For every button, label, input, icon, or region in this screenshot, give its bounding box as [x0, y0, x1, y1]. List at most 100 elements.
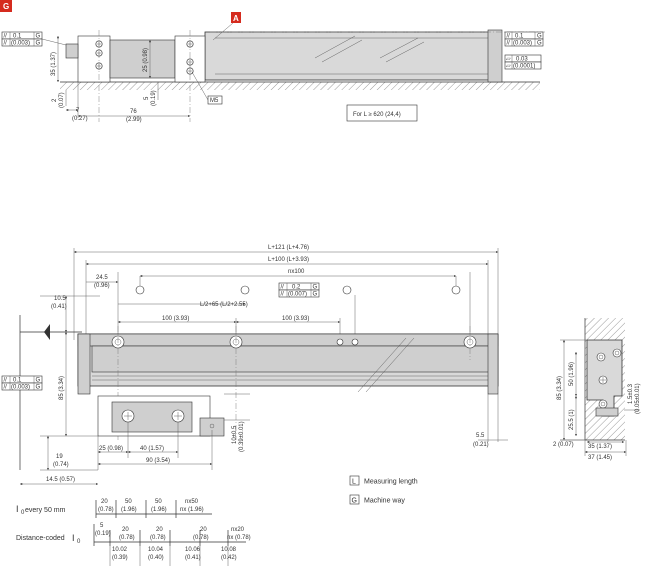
dimension-label: (2.99) [126, 117, 142, 123]
dimension-label: 100 (3.93) [162, 316, 189, 322]
dimension-label: (0.40) [148, 555, 164, 561]
dimension-label: nx20 [231, 527, 245, 533]
dimension-label: G [313, 285, 318, 291]
dimension-label: 25 (0.98) [99, 446, 123, 452]
dimension-label: // [4, 34, 8, 40]
dimension-label: (0.007) [288, 292, 307, 298]
dimension-label: (0.003) [513, 41, 532, 47]
dimension-label: 0.1 [13, 34, 22, 40]
dimension-label: (0.39) [112, 555, 128, 561]
view-g-badge: G [0, 0, 12, 12]
dimension-label: (0.21) [473, 442, 489, 448]
dimension-label: G [352, 498, 357, 505]
dimension-label: // [4, 378, 8, 384]
dimension-label: G [36, 41, 41, 47]
machine-base-hatch [60, 82, 540, 90]
dimension-label: nx (1.96) [180, 507, 204, 513]
dimension-label: 10±0.5 [232, 425, 238, 444]
dimension-label: (0.19) [95, 531, 111, 537]
dimension-label: ▱ [506, 57, 511, 63]
reference-mark-table: I 0 every 50 mm 20 (0.78) 50 (1.96) 50 (… [16, 499, 251, 566]
scale-body-top [204, 31, 501, 81]
legend: L Measuring length G Machine way [349, 475, 418, 505]
dimension-label: L/2+65 (L/2+2.55) [200, 302, 248, 308]
view-a-badge [231, 12, 241, 23]
dimension-label: (0.19) [151, 90, 157, 106]
dimension-label: G [36, 378, 41, 384]
dimension-label: 14.5 (0.57) [46, 477, 75, 483]
dimension-label: (0.39±0.01) [239, 421, 245, 452]
dimension-label: I [72, 533, 75, 543]
dimension-label: // [281, 292, 285, 298]
dimension-label: I [16, 504, 19, 514]
dimension-label: 10.5 [54, 296, 66, 302]
dimension-label: (0.07) [59, 92, 65, 108]
dimension-label: G [36, 34, 41, 40]
dimension-label: nx (0.78) [227, 535, 251, 541]
note-box [346, 104, 418, 122]
dimension-label: 35 (1.37) [51, 52, 57, 76]
dimension-label: (0.0001) [513, 64, 535, 70]
dimension-label: 50 [155, 499, 162, 505]
dimension-label: G [36, 385, 41, 391]
dimension-label: (0.78) [193, 535, 209, 541]
dimension-label: M5 [210, 98, 219, 104]
dimension-label: 2 [52, 98, 58, 102]
fcf-top-right: // 0.1 G // (0.003) G ▱ 0.03 ▱ (0.0001) [504, 31, 544, 70]
dimension-label: (0.42) [221, 555, 237, 561]
top-view: A // 0.1 G // (0.003) G // 0.1 G // (0.0… [1, 12, 545, 123]
dimension-label: (0.05±0.01) [635, 383, 641, 414]
dimension-label: 85 (3.34) [59, 376, 65, 400]
fcf-top-left: // 0.1 G // (0.003) G [1, 31, 67, 47]
dimension-label: 35 (1.37) [588, 444, 612, 450]
dimension-label: (1.96) [151, 507, 167, 513]
dimension-label: 20 [101, 499, 108, 505]
dimension-label: // [507, 41, 511, 47]
dimension-label: (0.78) [150, 535, 166, 541]
dimension-label: // [281, 285, 285, 291]
dimension-label: 37 (1.45) [588, 455, 612, 461]
dimension-label: (0.78) [119, 535, 135, 541]
dimension-label: 0 [21, 510, 25, 516]
connector-stub [65, 43, 79, 59]
reference-mark-icons [135, 285, 461, 295]
dimension-label: 0.2 [292, 285, 301, 291]
dimension-label: Measuring length [364, 479, 418, 486]
dimension-label: 90 (3.54) [146, 458, 170, 464]
dimension-label: 24.5 [96, 275, 108, 281]
dimension-label: 0 [77, 539, 81, 545]
dimension-label: (1.96) [121, 507, 137, 513]
dimension-label: 20 [156, 527, 163, 533]
dimension-label: (0.74) [53, 462, 69, 468]
dimension-label: 0.03 [516, 57, 528, 63]
dimension-label: Distance-coded [16, 535, 65, 542]
dimension-label: 50 [125, 499, 132, 505]
front-view: L+121 (L+4.76) L+100 (L+3.93) nx100 24.5… [1, 245, 508, 486]
dimension-label: 50 (1.96) [569, 362, 575, 386]
fcf-front-left: // 0.1 G // (0.003) G [1, 375, 43, 391]
dimension-label: (0.003) [11, 385, 30, 391]
dimension-label: 7 [76, 108, 80, 114]
dimension-label: 25.5 (1) [569, 409, 575, 430]
dimension-label: 100 (3.93) [282, 316, 309, 322]
dimension-label: nx100 [288, 269, 305, 275]
dimension-label: L+121 (L+4.76) [268, 245, 309, 251]
dimension-label: 19 [56, 454, 63, 460]
dimension-label: 20 [122, 527, 129, 533]
dimension-label: 25 (0.98) [143, 48, 149, 72]
dimension-label: 40 (1.57) [140, 446, 164, 452]
dimension-label: G [537, 41, 542, 47]
dimension-label: 5 [144, 96, 150, 100]
dimension-label: (0.41) [51, 304, 67, 310]
dimension-label: // [4, 385, 8, 391]
fcf-front-center: // 0.2 G // (0.007) G [278, 282, 320, 298]
dimension-label: 20 [200, 527, 207, 533]
dimension-label: 5.5 [476, 433, 485, 439]
dimension-label: L+100 (L+3.93) [268, 257, 309, 263]
dimension-label: // [4, 41, 8, 47]
dimension-label: 10.08 [221, 547, 237, 553]
dimension-label: // [507, 34, 511, 40]
dimension-label: Machine way [364, 498, 405, 505]
dimension-label: L [352, 479, 356, 486]
